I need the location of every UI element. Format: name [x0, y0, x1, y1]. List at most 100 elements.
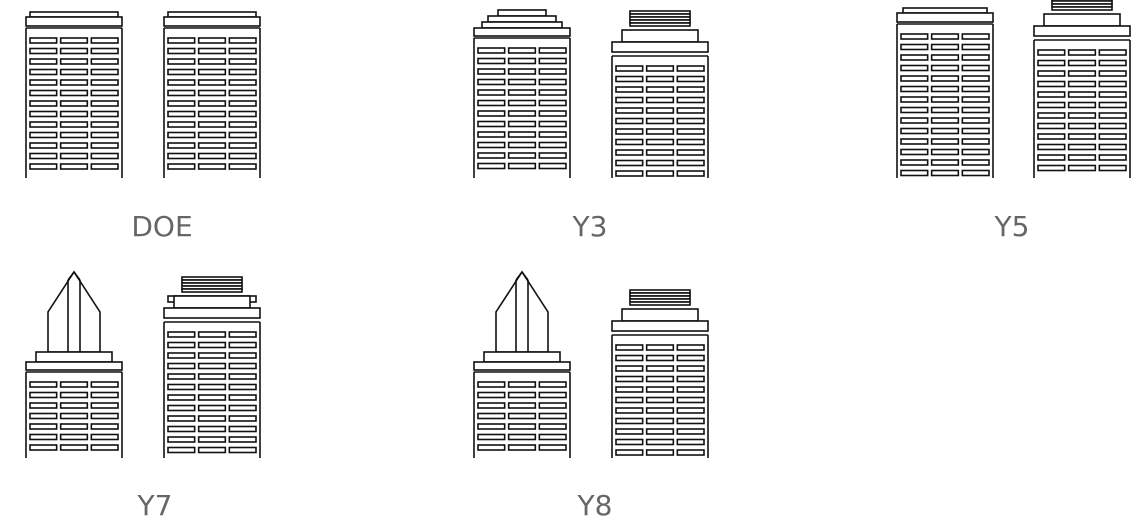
window-slot — [1098, 101, 1127, 109]
window-slot — [59, 142, 89, 149]
spire-ridge-right — [73, 271, 81, 281]
window-slot — [615, 449, 644, 456]
window-slot — [645, 65, 675, 72]
window-slot — [90, 121, 119, 128]
building-y8-right — [611, 289, 709, 458]
window-slot — [1037, 59, 1066, 67]
window-slot — [90, 402, 119, 409]
window-slot — [930, 138, 960, 145]
window-slot — [1067, 70, 1097, 77]
window-slot — [538, 78, 567, 86]
window-slot — [29, 142, 58, 149]
window-slot — [29, 58, 58, 65]
window-slot — [167, 383, 196, 391]
window-slot — [645, 449, 675, 456]
building-y3-left — [473, 9, 571, 178]
window-slot — [1067, 59, 1097, 67]
spire-platform — [483, 351, 561, 363]
crown-band — [473, 27, 571, 37]
window-slot — [1098, 164, 1127, 172]
window-slot — [90, 79, 119, 86]
window-slot — [930, 117, 960, 124]
window-slot — [676, 149, 705, 156]
crown-band — [163, 307, 261, 319]
window-slot — [1037, 122, 1066, 130]
window-slot — [615, 86, 644, 93]
crown-band — [1033, 25, 1131, 37]
window-slot — [228, 352, 257, 359]
window-slot — [615, 149, 644, 156]
window-slot — [228, 436, 257, 443]
window-slot — [1067, 122, 1097, 130]
window-slot — [961, 148, 990, 156]
window-slot — [1037, 80, 1066, 88]
window-slot — [477, 402, 506, 409]
window-slot — [1067, 101, 1097, 109]
window-slot — [645, 96, 675, 104]
window-slot — [167, 152, 196, 160]
variant-label-y3: Y3 — [572, 210, 608, 243]
window-slot — [900, 159, 929, 166]
window-slot — [676, 138, 705, 146]
window-slot — [930, 54, 960, 61]
variant-group-y5: Y5 — [896, 0, 1131, 243]
building-y5-left — [896, 7, 994, 178]
window-slot — [961, 117, 990, 124]
window-slot — [90, 433, 119, 441]
window-slot — [477, 110, 506, 117]
window-slot — [507, 402, 537, 409]
window-slot — [59, 163, 89, 170]
window-slot — [538, 89, 567, 96]
window-slot — [645, 159, 675, 167]
window-slot — [615, 428, 644, 435]
window-slot — [228, 79, 257, 86]
window-slot — [538, 110, 567, 117]
window-slot — [615, 75, 644, 83]
window-slot — [477, 141, 506, 149]
window-slot — [90, 142, 119, 149]
variant-group-y3: Y3 — [473, 9, 709, 243]
window-slot — [167, 110, 196, 118]
window-slot — [645, 375, 675, 383]
window-slot — [477, 68, 506, 75]
window-slot — [930, 127, 960, 135]
window-slot — [228, 89, 257, 97]
window-slot — [676, 428, 705, 435]
window-slot — [615, 344, 644, 351]
spire-shell — [495, 270, 549, 353]
variant-label-y5: Y5 — [994, 210, 1030, 243]
crown-drum — [1043, 13, 1121, 27]
window-slot — [59, 391, 89, 399]
window-slot — [197, 362, 227, 370]
window-slot — [930, 85, 960, 93]
window-slot — [29, 381, 58, 388]
window-slot — [645, 138, 675, 146]
window-slot — [507, 391, 537, 399]
window-slot — [645, 117, 675, 125]
window-slot — [90, 89, 119, 97]
window-slot — [1037, 143, 1066, 151]
window-slot — [59, 152, 89, 160]
window-slot — [228, 47, 257, 55]
window-slot — [197, 89, 227, 97]
spire-platform — [35, 351, 113, 363]
window-slot — [1037, 133, 1066, 140]
window-slot — [615, 354, 644, 362]
window-slot — [228, 331, 257, 338]
window-slot — [197, 331, 227, 338]
window-slot — [507, 110, 537, 117]
window-slot — [645, 407, 675, 414]
window-slot — [961, 106, 990, 114]
variant-group-y8: Y8 — [473, 270, 709, 520]
window-slot — [538, 381, 567, 388]
window-slot — [167, 436, 196, 443]
crown-drum — [621, 308, 699, 322]
window-slot — [29, 68, 58, 76]
building-y3-right — [611, 10, 709, 178]
window-slot — [900, 85, 929, 93]
building-y8-left — [473, 270, 571, 458]
crown-band — [25, 361, 123, 371]
window-slot — [507, 68, 537, 75]
window-slot — [228, 163, 257, 170]
